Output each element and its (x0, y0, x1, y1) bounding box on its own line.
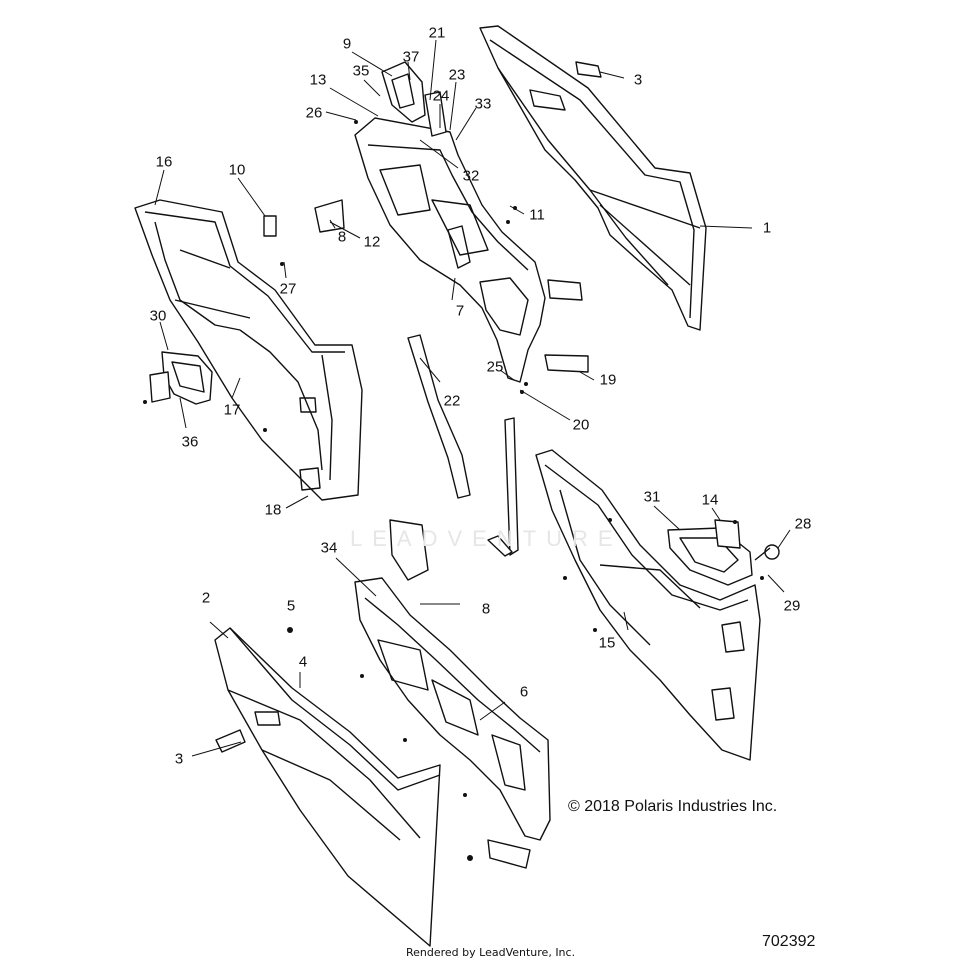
latch-plate-upper (314, 199, 345, 233)
callout-30: 30 (149, 307, 167, 325)
callout-37: 37 (402, 48, 420, 66)
door-seal-strips (407, 334, 519, 557)
fasteners (143, 120, 764, 861)
callout-35: 35 (352, 62, 370, 80)
watermark: LEADVENTURE (350, 526, 623, 551)
callout-23: 23 (448, 66, 466, 84)
callout-20: 20 (572, 416, 590, 434)
callout-31: 31 (643, 488, 661, 506)
callout-27: 27 (279, 280, 297, 298)
callout-6: 6 (519, 683, 529, 701)
callout-12: 12 (363, 233, 381, 251)
callout-10: 10 (228, 161, 246, 179)
callout-14: 14 (701, 491, 719, 509)
rendered-by-credit: Rendered by LeadVenture, Inc. (406, 946, 576, 959)
inner-door-handle-upper (149, 351, 213, 405)
callout-16: 16 (155, 153, 173, 171)
callout-32: 32 (462, 167, 480, 185)
pin (754, 547, 771, 561)
outer-lower-door-panel (214, 627, 441, 947)
inner-lower-door-trim (535, 449, 761, 761)
knob (764, 544, 780, 560)
callout-8-upper: 8 (337, 228, 347, 246)
callout-3-upper: 3 (633, 71, 643, 89)
upper-door-frame (354, 117, 589, 383)
callout-25: 25 (486, 358, 504, 376)
callout-13: 13 (309, 71, 327, 89)
outer-upper-door-panel (479, 25, 707, 331)
callout-5: 5 (286, 597, 296, 615)
callout-33: 33 (474, 95, 492, 113)
callout-36: 36 (181, 433, 199, 451)
callout-24: 24 (432, 87, 450, 105)
latch-bracket (263, 215, 277, 237)
copyright-notice: © 2018 Polaris Industries Inc. (568, 798, 778, 815)
callout-2: 2 (201, 589, 211, 607)
callout-21: 21 (428, 24, 446, 42)
callout-11: 11 (529, 206, 545, 224)
callout-15: 15 (598, 634, 616, 652)
leader-lines (154, 39, 791, 757)
upper-hinge-assembly (381, 61, 447, 137)
callout-29: 29 (783, 597, 801, 615)
callout-7: 7 (455, 302, 465, 320)
callout-3-lower: 3 (174, 750, 184, 768)
outer-handle-lower (215, 729, 246, 753)
callout-34: 34 (320, 539, 338, 557)
callout-8-lower: 8 (481, 600, 491, 618)
callout-28: 28 (794, 515, 812, 533)
lower-door-frame (354, 519, 551, 869)
callout-18: 18 (264, 501, 282, 519)
lower-latch-bracket (714, 519, 741, 549)
callout-26: 26 (305, 104, 323, 122)
callout-1: 1 (762, 219, 772, 237)
document-number: 702392 (762, 933, 816, 950)
callout-22: 22 (443, 392, 461, 410)
callout-9: 9 (342, 35, 352, 53)
callout-17: 17 (223, 401, 241, 419)
callout-19: 19 (599, 371, 617, 389)
inner-upper-door-trim (134, 199, 363, 501)
callout-4: 4 (298, 653, 308, 671)
